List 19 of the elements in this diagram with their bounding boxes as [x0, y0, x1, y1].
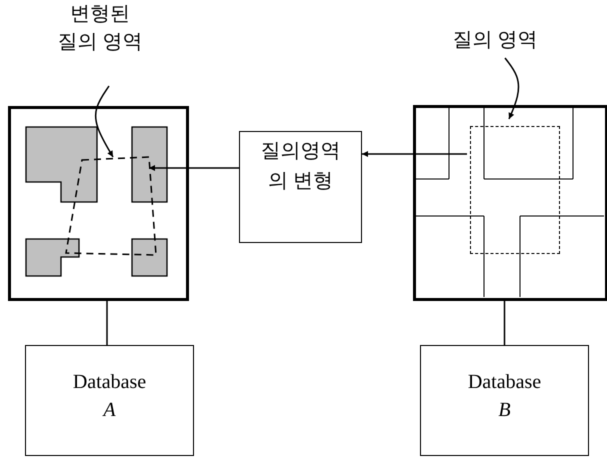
annotation-label: 변형된 질의 영역	[56, 2, 144, 55]
space-panel	[8, 106, 189, 301]
node-label: Database	[468, 370, 542, 395]
connector-line	[106, 301, 108, 345]
connector-line	[504, 301, 506, 345]
node-label: Database	[72, 370, 146, 395]
node-label: 질의영역 의 변형	[260, 139, 342, 194]
transformed-query-region	[65, 155, 158, 257]
node-label: A	[103, 398, 116, 423]
node-label: B	[498, 398, 511, 423]
leader-line	[504, 58, 520, 120]
database-box	[420, 345, 589, 456]
arrow	[362, 151, 467, 157]
database-box	[25, 345, 194, 456]
annotation-label: 질의 영역	[452, 28, 538, 53]
process-box	[239, 131, 362, 243]
query-region	[470, 126, 560, 254]
leader-line	[94, 86, 114, 158]
arrow	[149, 165, 239, 171]
